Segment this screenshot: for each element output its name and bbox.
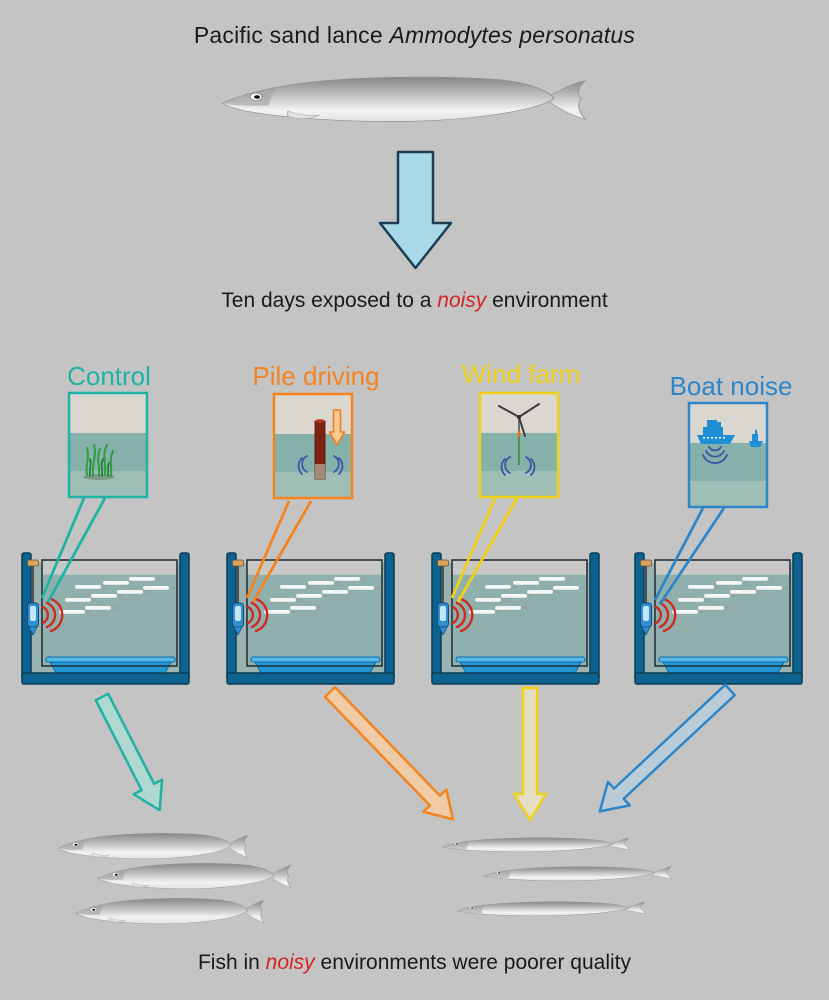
poor-fish-group bbox=[441, 837, 673, 917]
exposure-caption-post: environment bbox=[486, 289, 608, 312]
sand-lance-illustration bbox=[221, 76, 587, 123]
tank-row bbox=[22, 553, 802, 684]
teal-outcome-arrow-icon bbox=[94, 692, 164, 812]
result-caption-pre: Fish in bbox=[197, 951, 266, 974]
healthy-fish-group bbox=[57, 832, 292, 925]
exposure-caption-pre: Ten days exposed to a bbox=[221, 289, 438, 312]
treatment-label-pile-driving: Pile driving bbox=[252, 361, 380, 391]
exposure-caption-emphasis: noisy bbox=[437, 289, 487, 312]
boats-icon bbox=[697, 420, 763, 464]
outcome-arrows bbox=[94, 683, 737, 822]
pile-driver-icon bbox=[297, 409, 346, 480]
treatment-label-wind-farm: Wind farm bbox=[461, 359, 581, 389]
panel-boat-noise bbox=[687, 401, 769, 509]
panel-to-tank-lines bbox=[40, 497, 726, 605]
result-caption-post: environments were poorer quality bbox=[314, 951, 632, 974]
exposure-down-arrow-icon bbox=[378, 150, 453, 270]
exposure-caption: Ten days exposed to a noisy environment bbox=[0, 289, 829, 313]
result-caption-emphasis: noisy bbox=[265, 951, 315, 974]
title-common-name: Pacific sand lance bbox=[193, 22, 383, 48]
tank-wind-farm bbox=[432, 553, 599, 684]
blue-outcome-arrow-icon bbox=[598, 683, 737, 813]
title-species-name: Ammodytes personatus bbox=[389, 22, 636, 48]
orange-outcome-arrow-icon bbox=[323, 685, 455, 821]
tank-boat-noise bbox=[635, 553, 802, 684]
treatment-label-control: Control bbox=[67, 361, 151, 391]
wind-turbine-icon bbox=[498, 403, 540, 476]
result-caption: Fish in noisy environments were poorer q… bbox=[0, 951, 829, 975]
seagrass-icon bbox=[83, 444, 115, 480]
treatment-label-boat-noise: Boat noise bbox=[669, 371, 793, 401]
panel-pile-driving bbox=[272, 392, 354, 500]
panel-control bbox=[67, 391, 149, 499]
panel-wind-farm bbox=[478, 391, 560, 499]
tank-control bbox=[22, 553, 189, 684]
treatment-panels bbox=[67, 391, 769, 509]
yellow-outcome-arrow-icon bbox=[512, 686, 548, 822]
tank-pile-driving bbox=[227, 553, 394, 684]
figure-title: Pacific sand lance Ammodytes personatus bbox=[0, 22, 829, 49]
